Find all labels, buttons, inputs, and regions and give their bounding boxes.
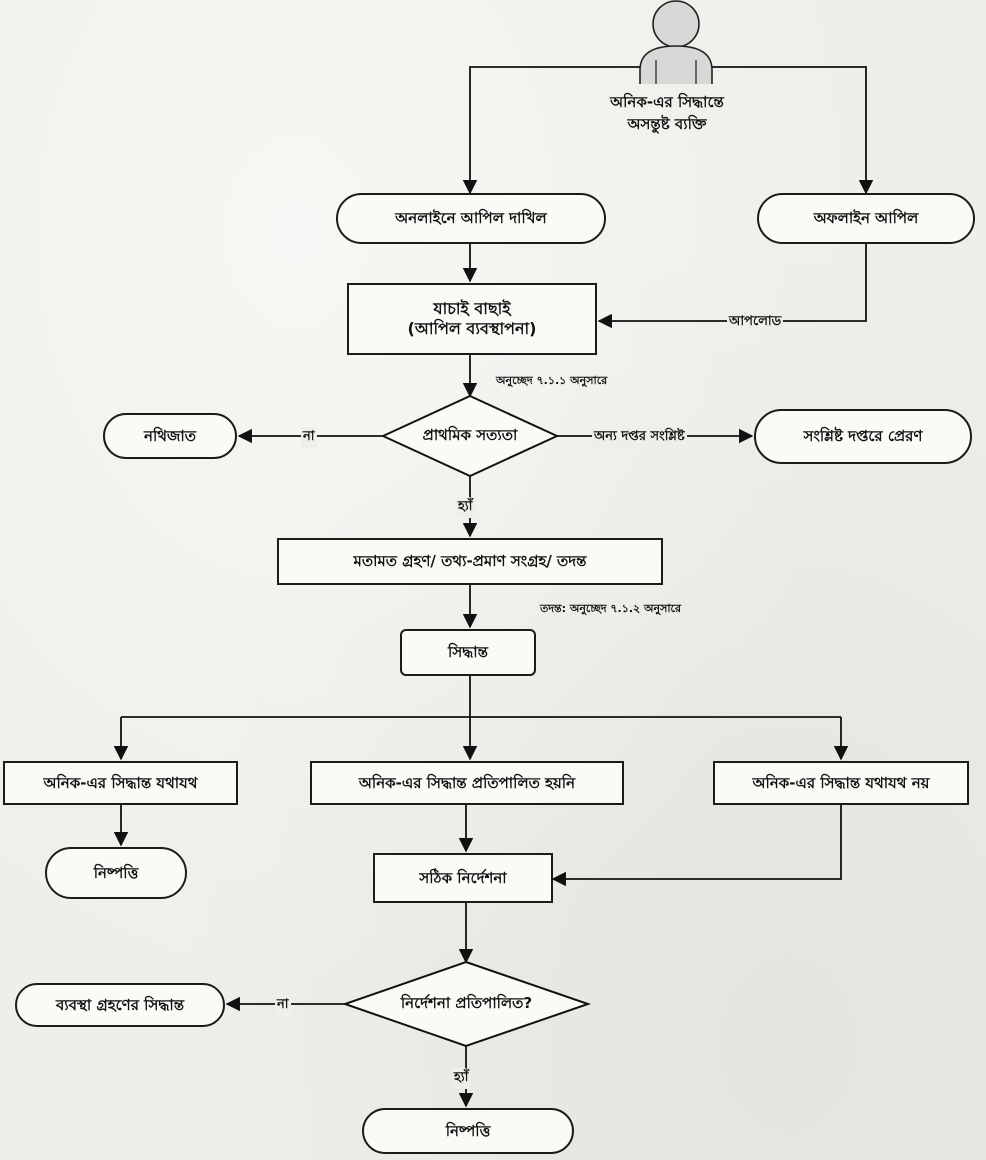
direction-followed-diamond bbox=[341, 960, 592, 1048]
not-implemented-node: অনিক-এর সিদ্ধান্ত প্রতিপালিত হয়নি bbox=[310, 761, 624, 805]
correct-direction-node: সঠিক নির্দেশনা bbox=[373, 853, 553, 903]
incorrect-decision-node: অনিক-এর সিদ্ধান্ত যথাযথ নয় bbox=[713, 761, 969, 805]
direction-followed-label: নির্দেশনা প্রতিপালিত? bbox=[400, 993, 533, 1012]
no-label-1: না bbox=[301, 427, 317, 448]
online-appeal-node: অনলাইনে আপিল দাখিল bbox=[336, 193, 606, 244]
rejected-node: নথিজাত bbox=[103, 413, 237, 459]
action-decision-node: ব্যবস্থা গ্রহণের সিদ্ধান্ত bbox=[15, 983, 225, 1027]
review-title: যাচাই বাছাই bbox=[433, 299, 511, 318]
primary-validity-label: প্রাথমিক সত্যতা bbox=[422, 425, 518, 444]
investigation-node: মতামত গ্রহণ/ তথ্য-প্রমাণ সংগ্রহ/ তদন্ত bbox=[277, 538, 663, 585]
para-7-1-2-note: তদন্ত: অনুচ্ছেদ ৭.১.২ অনুসারে bbox=[540, 602, 682, 615]
actor-label: অনিক-এর সিদ্ধান্তে অসন্তুষ্ট ব্যক্তি bbox=[592, 92, 742, 136]
no-label-2: না bbox=[275, 995, 291, 1016]
settled-left-node: নিষ্পত্তি bbox=[45, 847, 187, 899]
actor-label-line2: অসন্তুষ্ট ব্যক্তি bbox=[627, 114, 707, 133]
primary-validity-diamond bbox=[380, 394, 560, 478]
para-7-1-1-note: অনুচ্ছেদ ৭.১.১ অনুসারে bbox=[496, 374, 608, 387]
review-subtitle: (আপিল ব্যবস্থাপনা) bbox=[407, 319, 537, 338]
actor-label-line1: অনিক-এর সিদ্ধান্তে bbox=[610, 93, 724, 111]
settled-bottom-node: নিষ্পত্তি bbox=[362, 1108, 574, 1154]
other-office-label: অন্য দপ্তর সংশ্লিষ্ট bbox=[592, 427, 687, 448]
correct-decision-node: অনিক-এর সিদ্ধান্ত যথাযথ bbox=[3, 761, 238, 805]
forward-office-node: সংশ্লিষ্ট দপ্তরে প্রেরণ bbox=[754, 409, 972, 464]
person-icon bbox=[639, 0, 713, 84]
yes-label-2: হ্যাঁ bbox=[452, 1068, 471, 1089]
offline-appeal-node: অফলাইন আপিল bbox=[757, 193, 975, 244]
decision-node: সিদ্ধান্ত bbox=[400, 629, 536, 676]
yes-label-1: হ্যাঁ bbox=[456, 497, 475, 518]
review-node: যাচাই বাছাই (আপিল ব্যবস্থাপনা) bbox=[347, 283, 597, 355]
upload-label: আপলোড bbox=[727, 312, 784, 333]
